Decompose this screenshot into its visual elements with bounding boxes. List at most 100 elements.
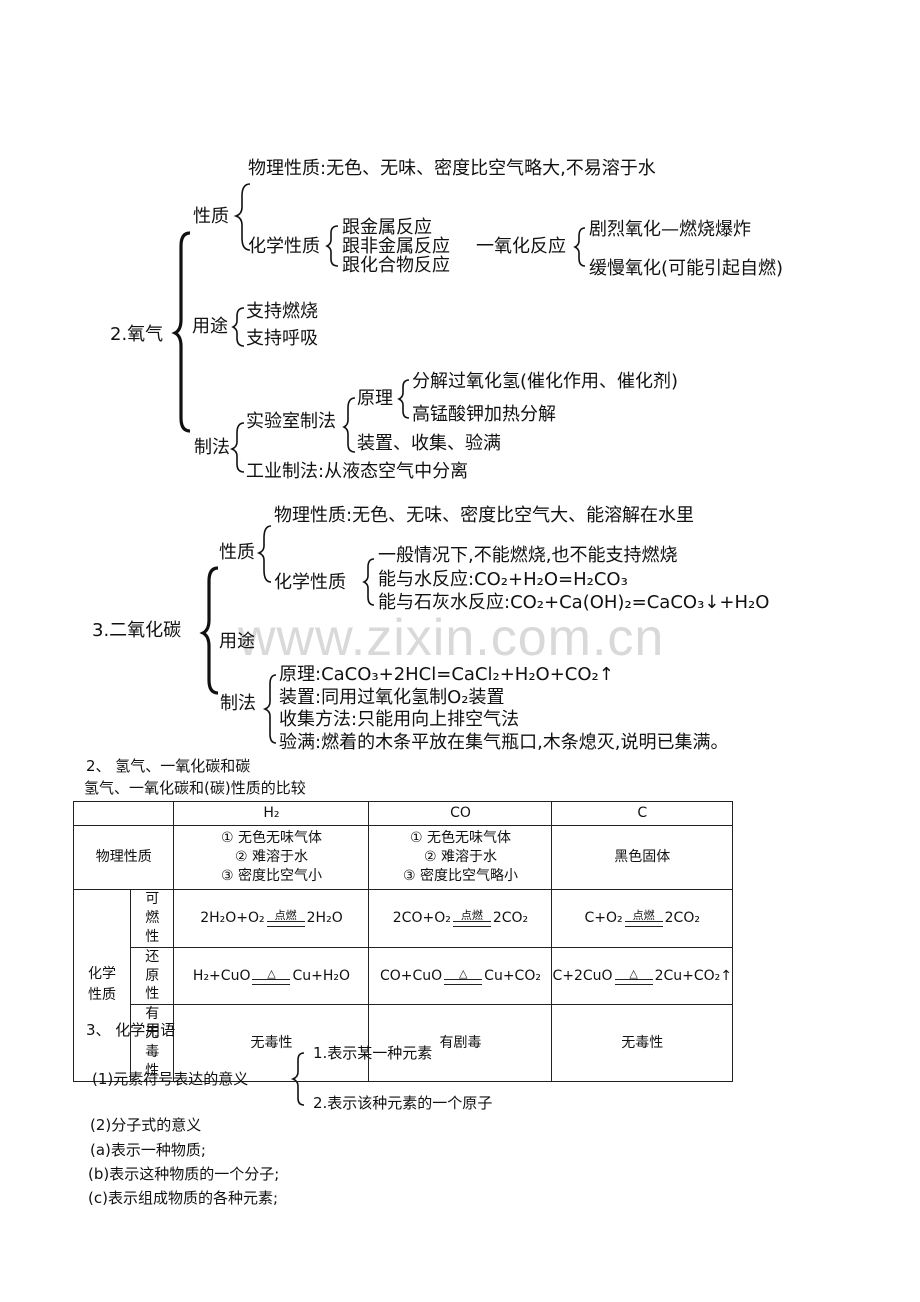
oxygen-react-nonmetal: 跟非金属反应 — [342, 236, 450, 257]
oxygen-oxidation: 一氧化反应 — [476, 236, 566, 257]
toxic-label: 有无毒性 — [129, 1004, 175, 1082]
c-reduce-right: 2Cu+CO₂↑ — [654, 967, 732, 984]
oxygen-principle-1: 分解过氧化氢(催化作用、催化剂) — [412, 371, 679, 392]
oxygen-principle-label: 原理 — [357, 388, 393, 409]
co-physical-2: ② 难溶于水 — [423, 849, 497, 866]
co2-chem-3: 能与石灰水反应:CO₂+Ca(OH)₂=CaCO₃↓+H₂O — [378, 592, 770, 613]
co2-method-3: 收集方法:只能用向上排空气法 — [279, 709, 520, 730]
co2-chemical-label: 化学性质 — [274, 572, 346, 593]
co2-title: 3.二氧化碳 — [92, 620, 182, 641]
c-combust-right: 2CO₂ — [664, 909, 700, 926]
oxygen-ox-violent: 剧烈氧化—燃烧爆炸 — [589, 219, 751, 240]
h2-reduce: H₂+CuO △ Cu+H₂O — [173, 946, 370, 1006]
formula-meaning-c: (c)表示组成物质的各种元素; — [88, 1189, 279, 1207]
fire-condition: 点燃 — [632, 908, 655, 922]
equation-line — [266, 920, 305, 927]
formula-meaning-a: (a)表示一种物质; — [90, 1141, 206, 1159]
reduce-label: 还原性 — [129, 946, 175, 1006]
table-header-co: CO — [368, 801, 553, 826]
co2-method-1: 原理:CaCO₃+2HCl=CaCl₂+H₂O+CO₂↑ — [279, 664, 614, 685]
table-header-h2: H₂ — [173, 801, 370, 826]
co2-chem-1: 一般情况下,不能燃烧,也不能支持燃烧 — [378, 545, 678, 566]
section2-heading: 2、 氢气、一氧化碳和碳 — [86, 757, 251, 775]
oxygen-physical: 物理性质:无色、无味、密度比空气略大,不易溶于水 — [248, 158, 656, 179]
h2-combust-right: 2H₂O — [306, 909, 343, 926]
co-combust-right: 2CO₂ — [492, 909, 529, 926]
table-row-reduction: 还原性 H₂+CuO △ Cu+H₂O CO+CuO △ Cu+CO₂ C+2CuO △ 2… — [74, 946, 733, 1006]
co-physical-1: ① 无色无味气体 — [409, 830, 511, 847]
c-toxic: 无毒性 — [551, 1004, 733, 1082]
co-reduce: CO+CuO △ Cu+CO₂ — [368, 946, 553, 1006]
h2-reduce-left: H₂+CuO — [192, 967, 251, 984]
co2-prep-label: 制法 — [220, 693, 256, 714]
h2-toxic: 无毒性 — [173, 1004, 370, 1082]
formula-meaning: (2)分子式的意义 — [90, 1116, 202, 1134]
h2-physical: ① 无色无味气体 ② 难溶于水 ③ 密度比空气小 — [173, 825, 370, 890]
comparison-table: H₂ CO C 物理性质 ① 无色无味气体 ② 难溶于水 ③ 密度比空气小 ① … — [72, 801, 733, 1082]
watermark: www.zixin.com.cn — [238, 609, 665, 667]
co2-method-2: 装置:同用过氧化氢制O₂装置 — [279, 687, 505, 708]
equation-line — [444, 978, 483, 985]
equation-line — [614, 978, 653, 985]
equation-line — [252, 978, 291, 985]
h2-physical-3: ③ 密度比空气小 — [220, 867, 322, 884]
table-caption: 氢气、一氧化碳和(碳)性质的比较 — [84, 779, 306, 797]
c-reduce: C+2CuO △ 2Cu+CO₂↑ — [551, 946, 733, 1006]
h2-combust-left: 2H₂O+O₂ — [200, 909, 265, 926]
oxygen-use-combustion: 支持燃烧 — [246, 301, 318, 322]
combust-label: 可燃性 — [129, 889, 175, 948]
c-combust-left: C+O₂ — [584, 909, 623, 926]
oxygen-react-metal: 跟金属反应 — [342, 217, 432, 238]
oxygen-chemical-label: 化学性质 — [248, 236, 320, 257]
co-physical-3: ③ 密度比空气略小 — [402, 867, 518, 884]
oxygen-title: 2.氧气 — [110, 324, 164, 345]
oxygen-ox-slow: 缓慢氧化(可能引起自燃) — [589, 258, 784, 279]
h2-physical-2: ② 难溶于水 — [234, 849, 308, 866]
co-physical: ① 无色无味气体 ② 难溶于水 ③ 密度比空气略小 — [368, 825, 553, 890]
heat-condition: △ — [629, 966, 638, 980]
co2-uses-label: 用途 — [219, 631, 255, 652]
co2-method-4: 验满:燃着的木条平放在集气瓶口,木条熄灭,说明已集满。 — [279, 732, 729, 753]
fire-condition: 点燃 — [460, 908, 483, 922]
oxygen-use-respiration: 支持呼吸 — [246, 328, 318, 349]
table-corner-cell — [72, 801, 175, 826]
heat-condition: △ — [458, 966, 468, 980]
table-header-row: H₂ CO C — [72, 801, 733, 826]
element-symbol-meaning: (1)元素符号表达的意义 — [92, 1070, 249, 1088]
oxygen-principle-2: 高锰酸钾加热分解 — [412, 404, 556, 425]
equation-line — [452, 920, 491, 927]
oxygen-prep-label: 制法 — [194, 437, 230, 458]
element-meaning-1: 1.表示某一种元素 — [313, 1044, 433, 1062]
chem-label: 化学性质 — [73, 889, 131, 1082]
heat-condition: △ — [267, 966, 276, 980]
co2-chem-2: 能与水反应:CO₂+H₂O=H₂CO₃ — [378, 569, 628, 590]
c-reduce-left: C+2CuO — [552, 967, 613, 984]
co-reduce-left: CO+CuO — [379, 967, 443, 984]
fire-condition: 点燃 — [274, 908, 297, 922]
physical-label: 物理性质 — [72, 825, 175, 890]
oxygen-properties-label: 性质 — [193, 206, 229, 227]
co-reduce-right: Cu+CO₂ — [484, 967, 541, 984]
table-row-toxicity: 有无毒性 无毒性 有剧毒 无毒性 — [74, 1004, 733, 1082]
table-header-c: C — [551, 801, 733, 826]
oxygen-react-compound: 跟化合物反应 — [342, 255, 450, 276]
h2-combust: 2H₂O+O₂ 点燃 2H₂O — [173, 889, 370, 948]
co2-properties-label: 性质 — [219, 542, 255, 563]
c-physical: 黑色固体 — [551, 825, 733, 890]
formula-meaning-b: (b)表示这种物质的一个分子; — [88, 1165, 280, 1183]
table-row-physical: 物理性质 ① 无色无味气体 ② 难溶于水 ③ 密度比空气小 ① 无色无味气体 ②… — [72, 825, 733, 890]
co-toxic: 有剧毒 — [368, 1004, 553, 1082]
oxygen-apparatus: 装置、收集、验满 — [357, 433, 501, 454]
co2-physical: 物理性质:无色、无味、密度比空气大、能溶解在水里 — [274, 505, 695, 526]
h2-reduce-right: Cu+H₂O — [292, 967, 351, 984]
element-meaning-2: 2.表示该种元素的一个原子 — [313, 1094, 493, 1112]
h2-physical-1: ① 无色无味气体 — [220, 830, 322, 847]
oxygen-industrial: 工业制法:从液态空气中分离 — [246, 461, 469, 482]
oxygen-uses-label: 用途 — [192, 316, 228, 337]
oxygen-lab-label: 实验室制法 — [246, 411, 336, 432]
equation-line — [624, 920, 663, 927]
c-combust: C+O₂ 点燃 2CO₂ — [551, 889, 733, 948]
section3-heading: 3、 化学用语 — [86, 1021, 176, 1039]
